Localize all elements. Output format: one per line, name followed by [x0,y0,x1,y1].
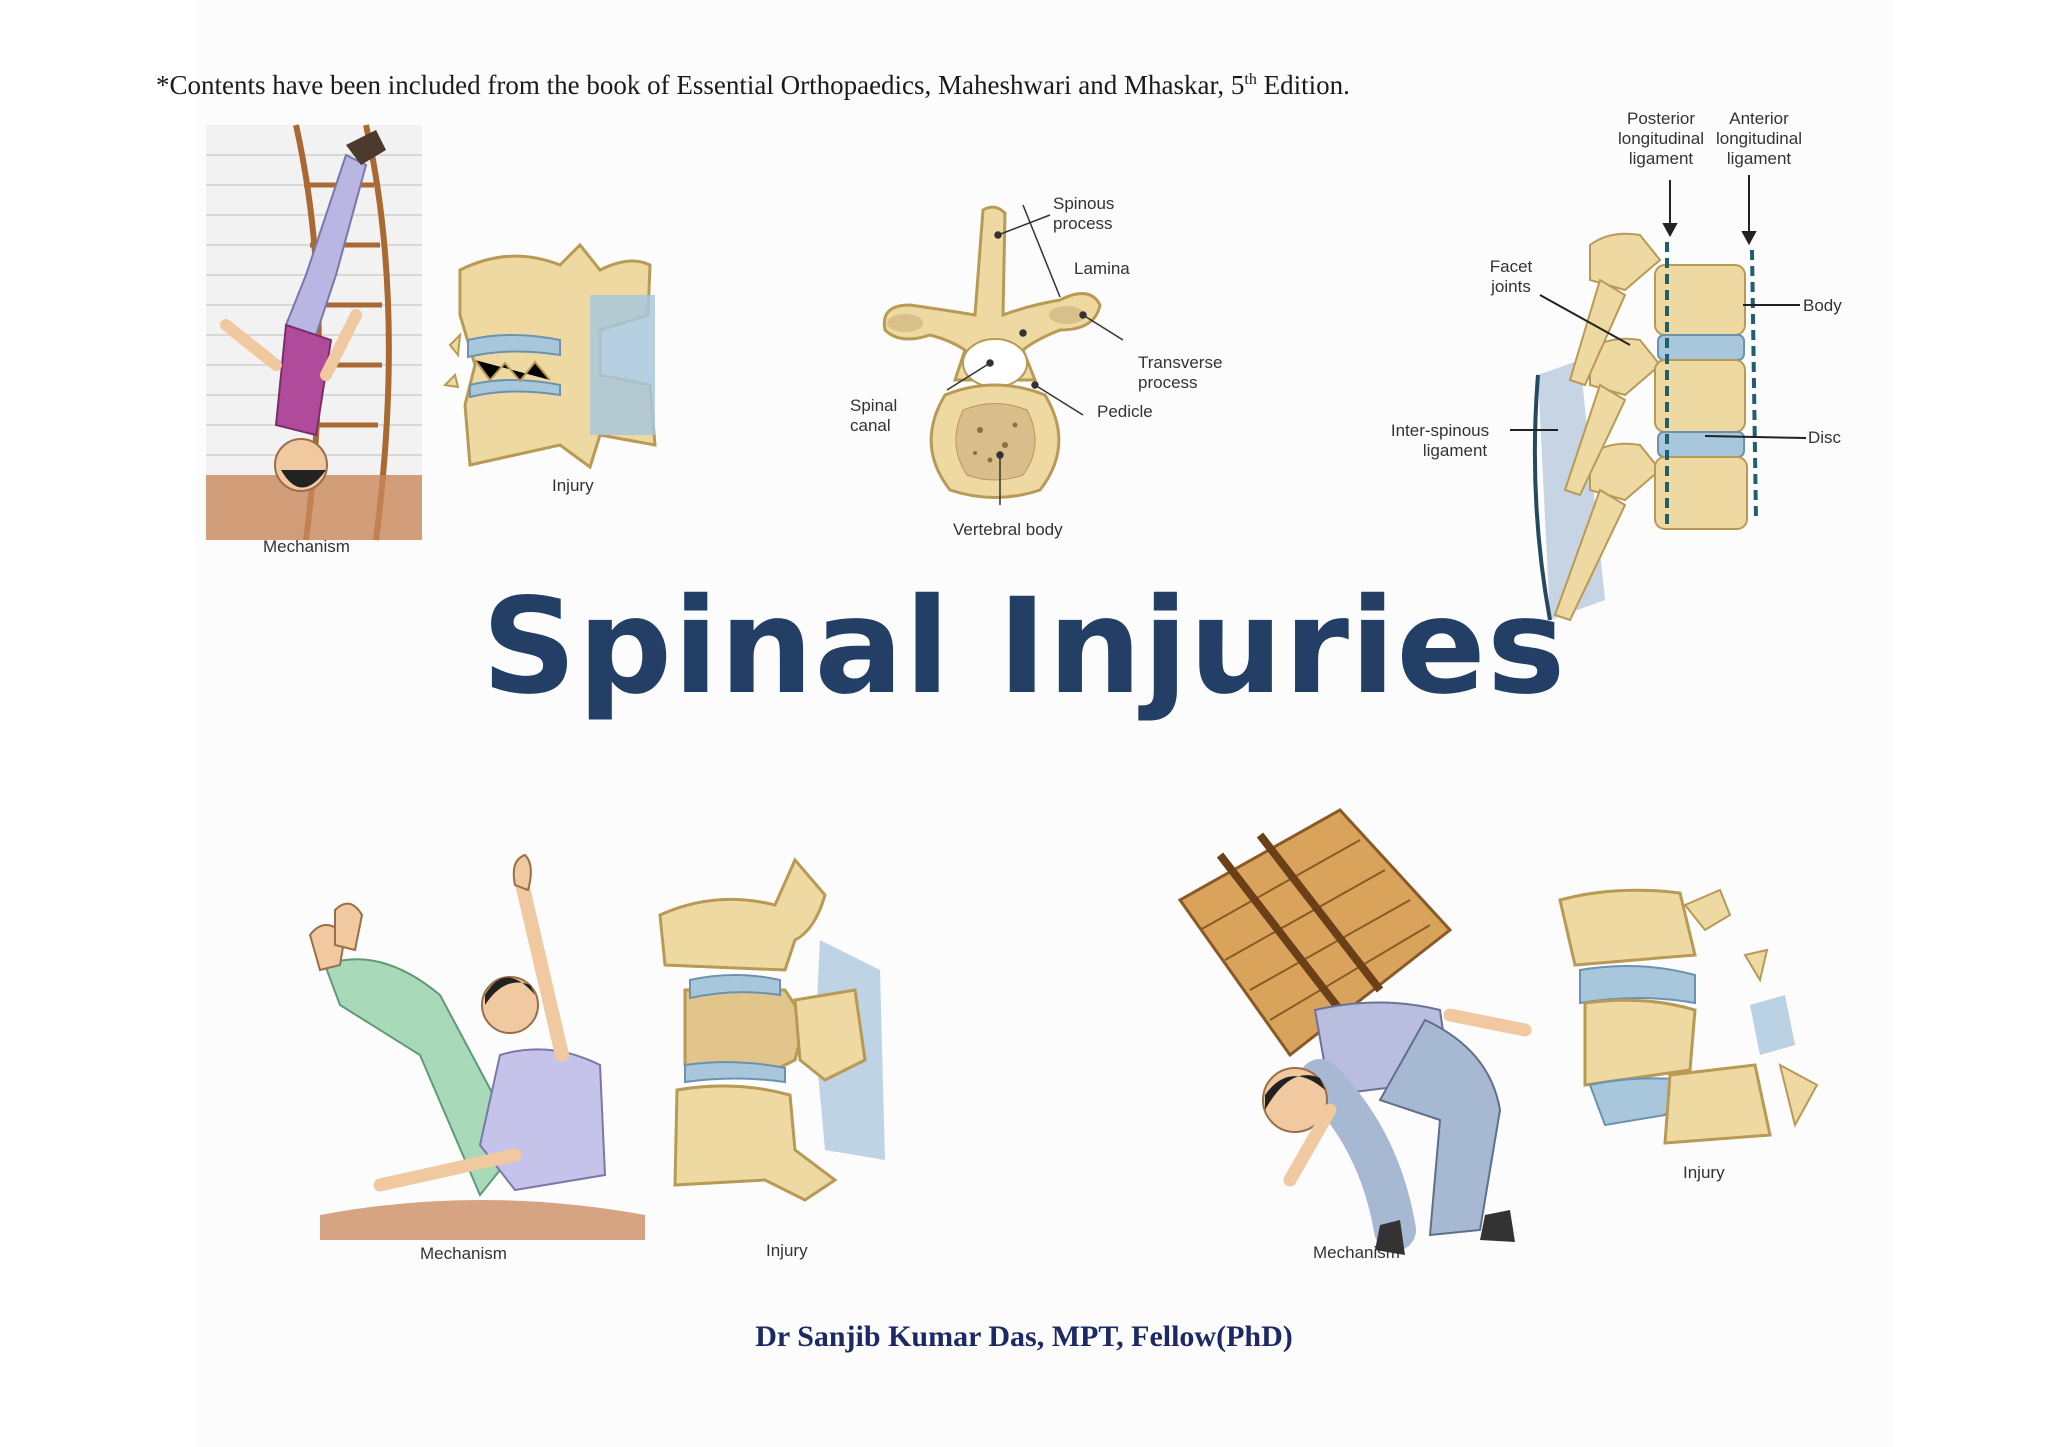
flexion-mechanism-illustration [308,853,645,1240]
label-facet-joints-1: Facet [1489,257,1533,276]
flexion-injury-illustration [658,857,885,1202]
fall-injury-label: Injury [552,476,594,495]
fall-mechanism-label: Mechanism [263,537,350,556]
label-pedicle: Pedicle [1097,402,1153,421]
label-transverse-process-2: process [1138,373,1198,392]
credit-superscript: th [1244,71,1257,88]
label-interspinous-ligament-1: Inter-spinous [1390,421,1490,440]
load-mechanism-label: Mechanism [1313,1243,1400,1262]
label-spinal-canal-2: canal [850,416,891,435]
flexion-injury-label: Injury [766,1241,808,1260]
label-spinal-canal-1: Spinal [850,396,898,415]
label-lamina: Lamina [1074,259,1130,278]
label-posterior-ligament-3: ligament [1628,149,1694,168]
source-credit: *Contents have been included from the bo… [156,70,1350,101]
author-credit: Dr Sanjib Kumar Das, MPT, Fellow(PhD) [755,1320,1293,1353]
label-posterior-ligament-2: longitudinal [1617,129,1704,148]
load-injury-illustration [1558,888,1819,1145]
label-anterior-ligament-3: ligament [1726,149,1792,168]
load-injury-label: Injury [1683,1163,1725,1182]
label-posterior-ligament-1: Posterior [1626,109,1696,128]
label-anterior-ligament-2: longitudinal [1715,129,1802,148]
slide-title: Spinal Injuries [481,570,1567,724]
vertebra-anatomy-diagram [882,204,1124,505]
label-vertebral-body: Vertebral body [953,520,1063,539]
credit-text: *Contents have been included from the bo… [156,70,1245,100]
flexion-mechanism-label: Mechanism [420,1244,507,1263]
spine-ligaments-diagram [1510,175,1807,622]
compression-injury-illustration [442,242,657,470]
label-spinous-process-1: Spinous [1053,194,1115,213]
label-body: Body [1803,296,1842,315]
label-interspinous-ligament-2: ligament [1422,441,1488,460]
label-disc: Disc [1808,428,1842,447]
credit-edition: Edition. [1256,70,1350,100]
fall-mechanism-illustration [206,124,422,541]
label-spinous-process-2: process [1053,214,1113,233]
label-transverse-process-1: Transverse [1138,353,1223,372]
load-mechanism-illustration [1177,808,1532,1255]
label-anterior-ligament-1: Anterior [1729,109,1789,128]
label-facet-joints-2: joints [1491,277,1531,296]
